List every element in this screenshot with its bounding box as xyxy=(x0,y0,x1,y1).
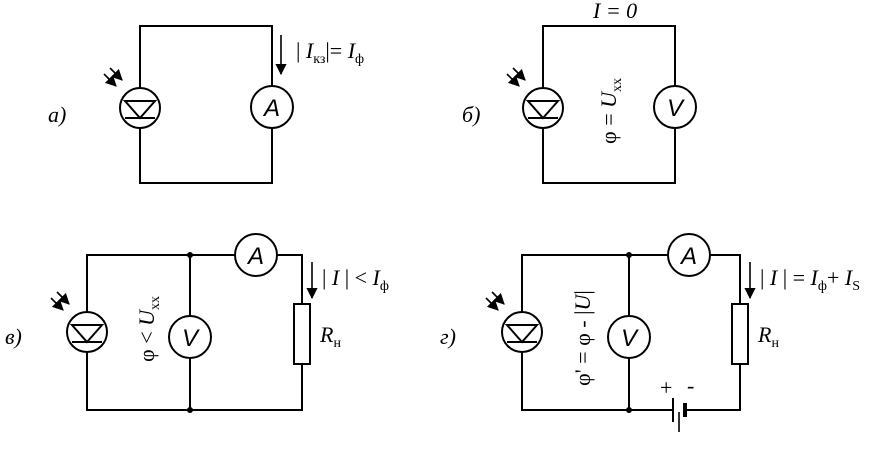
voltmeter-b xyxy=(653,85,697,129)
circuit-c: V A | I | < Iф Rн φ < Uхх в) xyxy=(5,233,389,413)
circuit-c-resistor-label: Rн xyxy=(319,322,341,351)
circuit-a-wire-bottom xyxy=(139,128,273,184)
circuit-c-node xyxy=(187,407,193,413)
photodiode-icon xyxy=(104,68,160,128)
circuit-d-resistor-label: Rн xyxy=(757,322,779,351)
voltmeter-d-label: V xyxy=(621,325,639,352)
circuit-a-wire-top xyxy=(139,25,273,88)
photodiode-icon xyxy=(486,292,542,352)
circuit-d-wire-top-left xyxy=(521,254,668,312)
circuit-c-wire-bottom xyxy=(86,352,303,411)
resistor-c xyxy=(293,303,311,365)
ammeter-d xyxy=(667,233,711,277)
voltmeter-b-label: V xyxy=(667,95,685,122)
circuit-d-voltage-label: φ' = φ - |U| xyxy=(570,290,595,386)
resistor-d xyxy=(731,303,749,365)
ammeter-c xyxy=(234,233,278,277)
circuit-c-wire-top-right xyxy=(277,254,303,304)
circuit-a-current-label: | Iкз|= Iф xyxy=(296,38,364,67)
ammeter-c-label: A xyxy=(246,243,264,270)
voltmeter-c-label: V xyxy=(182,325,200,352)
circuit-c-wire-top-left xyxy=(86,254,235,312)
circuit-c-label: в) xyxy=(5,324,22,349)
circuit-b-voltage-label: φ = Uхх xyxy=(596,78,625,144)
circuit-c-current-label: | I | < Iф xyxy=(322,265,389,294)
photodiode-icon xyxy=(507,68,563,128)
circuit-c-voltage-label: φ < Uхх xyxy=(134,296,163,362)
circuit-c-node xyxy=(187,252,193,258)
circuit-d-node xyxy=(626,252,632,258)
ammeter-a xyxy=(250,85,294,129)
ammeter-a-label: A xyxy=(262,95,280,122)
circuit-a-label: а) xyxy=(48,102,66,127)
circuit-d-label: г) xyxy=(440,324,456,349)
circuit-b-wire-top xyxy=(542,25,676,88)
circuit-d-wire-bottom-left xyxy=(521,352,672,411)
circuit-b: V I = 0 φ = Uхх б) xyxy=(462,0,697,184)
ammeter-d-label: A xyxy=(679,243,697,270)
circuit-d-wire-bottom-right xyxy=(686,364,741,411)
circuit-d-node xyxy=(626,407,632,413)
circuit-b-top-current: I = 0 xyxy=(592,0,637,23)
battery-minus-sign: - xyxy=(687,373,694,398)
circuit-d-current-label: | I | = Iф+ IS xyxy=(760,265,860,294)
circuit-a: A | Iкз|= Iф а) xyxy=(48,25,364,184)
circuit-b-wire-bottom xyxy=(542,128,676,184)
circuit-d-wire-top-right xyxy=(710,254,741,304)
voltmeter-d xyxy=(607,315,651,359)
voltmeter-c xyxy=(168,315,212,359)
photodiode-icon xyxy=(51,292,107,352)
battery-plus-sign: + xyxy=(660,375,672,400)
circuit-b-label: б) xyxy=(462,102,480,127)
circuit-d: V A + - | I | = Iф+ IS Rн φ' = φ - |U| г… xyxy=(440,233,860,432)
